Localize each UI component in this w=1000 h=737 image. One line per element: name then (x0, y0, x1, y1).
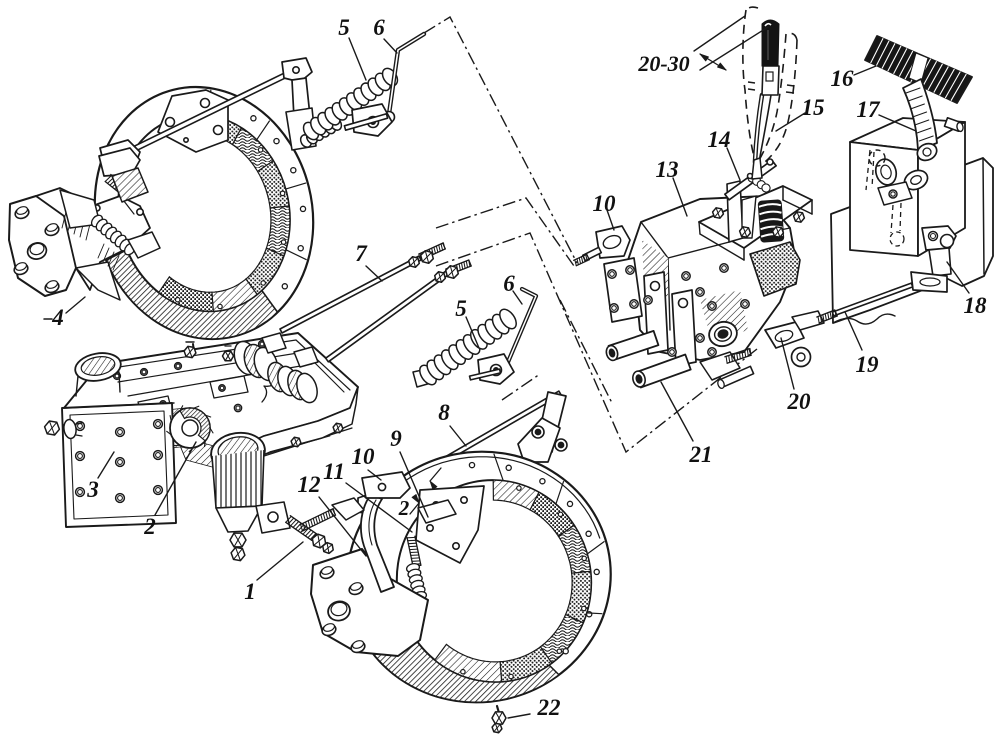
svg-text:21: 21 (689, 442, 713, 467)
svg-text:20-30: 20-30 (637, 51, 689, 76)
svg-text:9: 9 (390, 426, 402, 451)
svg-text:10: 10 (593, 191, 617, 216)
svg-text:3: 3 (86, 477, 99, 502)
svg-text:6: 6 (373, 15, 385, 40)
svg-text:11: 11 (323, 459, 345, 484)
svg-text:12: 12 (298, 472, 321, 497)
svg-text:19: 19 (856, 352, 880, 377)
svg-text:2: 2 (398, 496, 410, 520)
svg-text:5: 5 (338, 15, 350, 40)
svg-text:5: 5 (455, 296, 467, 321)
svg-text:16: 16 (831, 66, 855, 91)
svg-text:22: 22 (537, 695, 561, 720)
svg-text:7: 7 (355, 241, 368, 266)
svg-text:4: 4 (51, 305, 64, 330)
svg-text:14: 14 (708, 127, 731, 152)
svg-text:2: 2 (143, 514, 156, 539)
svg-text:20: 20 (787, 389, 812, 414)
svg-text:15: 15 (802, 95, 825, 120)
svg-text:13: 13 (656, 157, 679, 182)
svg-text:10: 10 (352, 444, 376, 469)
svg-text:8: 8 (438, 400, 450, 425)
svg-text:17: 17 (857, 97, 882, 122)
svg-text:18: 18 (964, 293, 988, 318)
svg-text:1: 1 (244, 579, 256, 604)
svg-text:6: 6 (503, 271, 515, 296)
